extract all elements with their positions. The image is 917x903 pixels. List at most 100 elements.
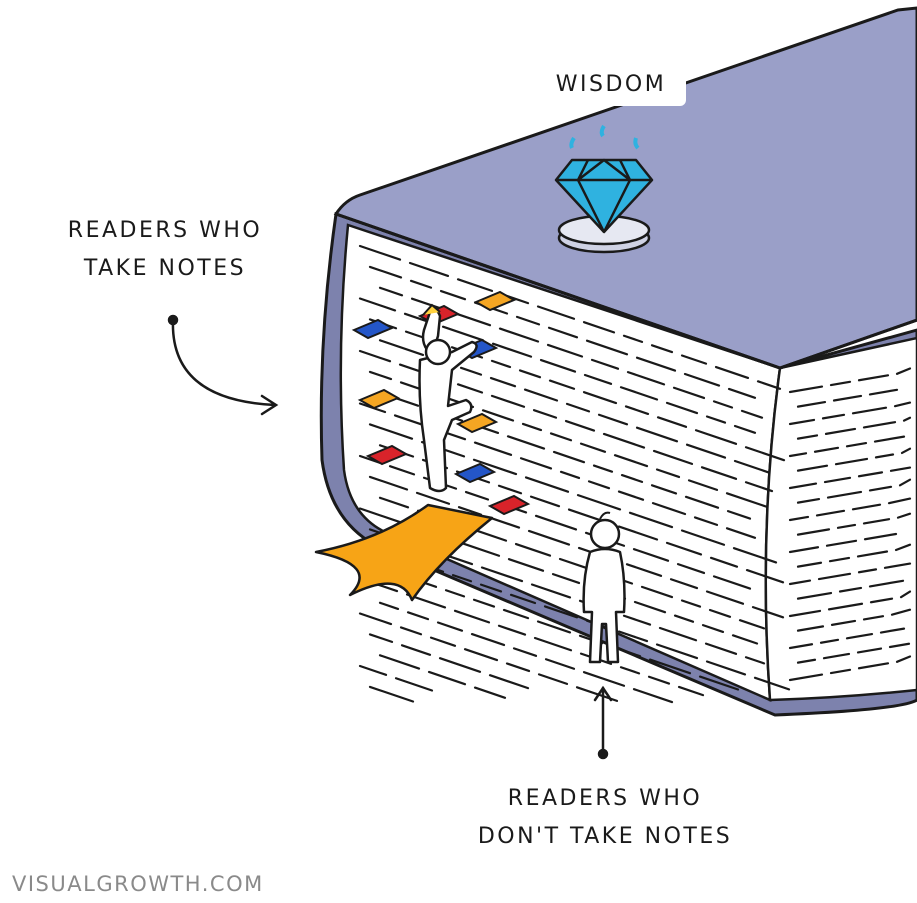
- page-line: [635, 426, 679, 443]
- page-line: [862, 518, 891, 525]
- page-line: [558, 557, 588, 569]
- page-line: [536, 305, 576, 320]
- page-line: [619, 386, 659, 401]
- page-line: [788, 482, 818, 490]
- page-line: [491, 342, 533, 358]
- page-line: [788, 643, 814, 650]
- page-line: [788, 515, 810, 522]
- page-line: [533, 636, 573, 652]
- page-line: [583, 373, 613, 385]
- sticky-note: [455, 412, 499, 434]
- page-line: [788, 579, 812, 586]
- page-line: [868, 579, 905, 588]
- page-line: [796, 497, 821, 504]
- page-line: [547, 326, 579, 339]
- bookmark-ribbon-icon: [314, 503, 494, 602]
- page-line: [851, 503, 882, 511]
- page-line: [857, 471, 884, 478]
- page-line: [400, 644, 432, 656]
- credit-text: VISUALGROWTH.COM: [12, 872, 264, 896]
- wisdom-label: WISDOM: [536, 64, 686, 106]
- page-line: [585, 339, 629, 356]
- page-line: [829, 668, 852, 675]
- page-line: [453, 609, 491, 624]
- page-line: [398, 363, 420, 372]
- page-line: [456, 278, 494, 292]
- page-line: [479, 583, 503, 593]
- page-line: [822, 652, 851, 660]
- page-line: [673, 614, 695, 623]
- page-line: [613, 454, 649, 468]
- page-line: [582, 391, 618, 405]
- page-line: [890, 608, 912, 616]
- page-line: [862, 421, 897, 429]
- page-line: [672, 386, 706, 400]
- page-line: [497, 484, 523, 495]
- page-line: [439, 289, 467, 301]
- page-line: [726, 510, 752, 520]
- page-line: [733, 424, 757, 434]
- page-line: [358, 297, 397, 312]
- page-line: [712, 400, 734, 409]
- page-line: [358, 349, 392, 363]
- page-line: [898, 478, 912, 487]
- page-line: [828, 556, 851, 563]
- page-line: [899, 590, 912, 599]
- page-line: [744, 481, 774, 493]
- page-line: [895, 655, 912, 663]
- page-line: [378, 601, 400, 611]
- non-note-takers-label: READERS WHO DON'T TAKE NOTES: [450, 780, 760, 856]
- page-line: [481, 409, 515, 422]
- page-line: [863, 532, 898, 541]
- page-line: [725, 527, 757, 539]
- page-line: [740, 409, 764, 419]
- page-line: [633, 600, 667, 614]
- page-line: [473, 686, 507, 699]
- page-line: [368, 633, 394, 643]
- page-line: [438, 657, 482, 673]
- page-line: [796, 591, 833, 600]
- page-line: [358, 664, 388, 676]
- page-line: [515, 315, 541, 326]
- page-line: [655, 643, 699, 660]
- page-line: [796, 658, 817, 664]
- page-line: [698, 675, 740, 691]
- page-line: [509, 593, 537, 605]
- page-line: [463, 648, 499, 662]
- page-lines: [358, 244, 791, 704]
- page-line: [368, 370, 393, 381]
- non-note-takers-label-line1: READERS WHO: [507, 786, 703, 811]
- page-line: [650, 344, 674, 354]
- page-line: [459, 366, 483, 376]
- page-line: [472, 458, 518, 476]
- page-line: [856, 647, 883, 654]
- sticky-note: [351, 318, 395, 340]
- page-line: [687, 479, 719, 491]
- page-line: [788, 546, 820, 554]
- page-line: [879, 627, 906, 634]
- page-line: [731, 634, 759, 645]
- page-line: [490, 394, 526, 408]
- page-line: [544, 658, 576, 670]
- page-line: [394, 677, 434, 692]
- page-line: [902, 416, 912, 422]
- page-line: [888, 642, 911, 649]
- page-line: [490, 359, 512, 369]
- page-line: [680, 599, 702, 608]
- page-line: [427, 670, 467, 686]
- page-line: [640, 585, 674, 599]
- page-line: [472, 598, 496, 608]
- up-arrow-icon: [593, 685, 613, 760]
- page-line: [658, 626, 698, 642]
- page-line: [819, 638, 840, 644]
- page-line: [626, 371, 666, 386]
- page-line: [473, 441, 513, 456]
- page-line: [796, 400, 827, 408]
- page-line: [368, 685, 415, 703]
- page-line: [665, 541, 703, 556]
- page-line: [415, 491, 451, 505]
- page-line: [869, 597, 894, 604]
- page-line: [788, 609, 822, 618]
- page-line: [470, 632, 506, 647]
- page-line: [796, 625, 825, 632]
